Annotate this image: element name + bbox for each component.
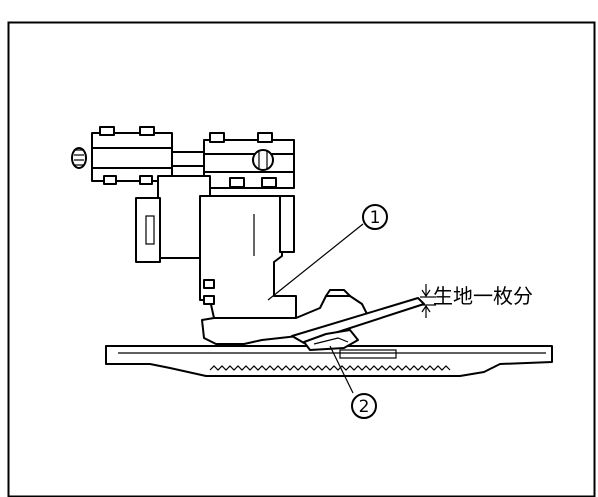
fabric-thickness-label: 生地一枚分 <box>433 284 533 308</box>
fabric-ply <box>291 297 425 344</box>
leader-line-2 <box>329 345 354 394</box>
figure-frame <box>7 21 596 497</box>
needle-plate <box>105 345 553 377</box>
thickness-dimension <box>420 284 436 318</box>
leader-line-1 <box>267 223 364 301</box>
callout-1-number: 1 <box>370 208 381 228</box>
callout-part-2: 2 <box>351 393 377 419</box>
callout-2-number: 2 <box>359 397 370 417</box>
presser-mechanism <box>71 126 369 345</box>
callout-part-1: 1 <box>362 204 388 230</box>
